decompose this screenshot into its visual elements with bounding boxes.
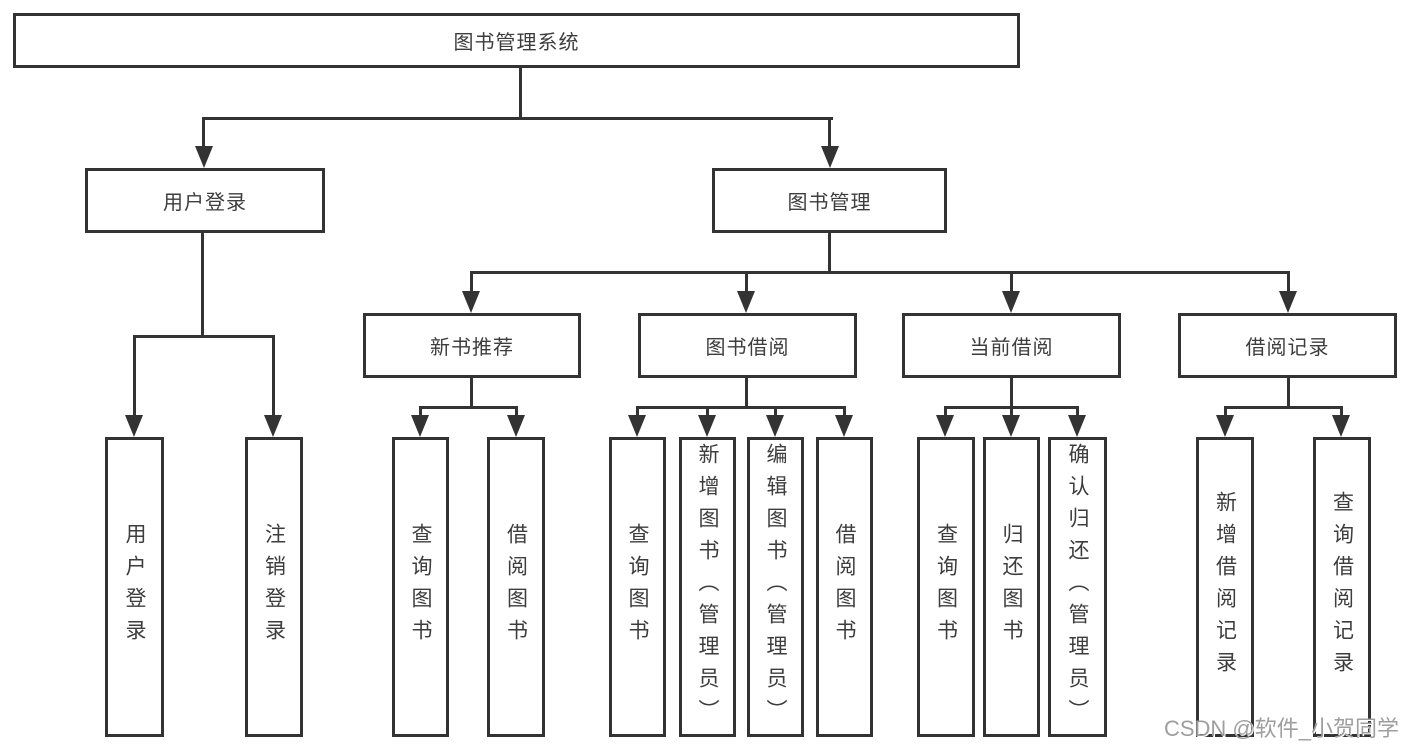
connector-line: [1010, 406, 1013, 420]
node-label: 当前借阅: [969, 337, 1054, 359]
leaf-query-books-current: 查询图书: [917, 437, 975, 737]
connector-line: [1340, 406, 1343, 420]
arrow-down-icon: [462, 291, 480, 313]
node-label: 查询图书: [626, 523, 649, 651]
leaf-logout: 注销登录: [245, 437, 303, 737]
node-book-management: 图书管理: [712, 168, 947, 233]
arrow-down-icon: [1332, 415, 1350, 437]
node-root-label: 图书管理系统: [453, 32, 580, 54]
arrow-down-icon: [1002, 291, 1020, 313]
connector-line: [1010, 378, 1013, 408]
leaf-query-borrow-record: 查询借阅记录: [1313, 437, 1371, 737]
node-root: 图书管理系统: [13, 13, 1020, 68]
connector-line: [745, 271, 748, 293]
connector-line: [828, 117, 831, 151]
connector-line: [519, 68, 522, 119]
arrow-down-icon: [264, 415, 282, 437]
node-new-book-recommend: 新书推荐: [363, 313, 581, 378]
leaf-return-books: 归还图书: [983, 437, 1040, 737]
arrow-down-icon: [411, 415, 429, 437]
connector-line: [1010, 271, 1013, 293]
connector-line: [774, 406, 777, 420]
connector-line: [133, 335, 275, 338]
node-label: 图书借阅: [705, 337, 790, 359]
node-book-borrow: 图书借阅: [638, 313, 857, 378]
leaf-query-books-recommend: 查询图书: [392, 437, 449, 737]
connector-line: [470, 271, 473, 293]
connector-line: [1287, 378, 1290, 408]
node-user-login: 用户登录: [85, 168, 325, 233]
node-label: 用户登录: [163, 192, 247, 214]
connector-line: [706, 406, 709, 420]
arrow-down-icon: [835, 415, 853, 437]
node-borrow-records: 借阅记录: [1178, 313, 1397, 378]
watermark: CSDN @软件_小贺同学: [1163, 716, 1399, 741]
connector-line: [944, 406, 947, 420]
connector-line: [745, 378, 748, 408]
connector-line: [636, 406, 846, 409]
node-label: 新增借阅记录: [1213, 491, 1237, 683]
leaf-edit-books-admin: 编辑图书（管理员）: [747, 437, 804, 737]
connector-line: [470, 271, 1290, 274]
connector-line: [202, 117, 205, 151]
arrow-down-icon: [195, 146, 213, 168]
leaf-add-borrow-record: 新增借阅记录: [1196, 437, 1254, 737]
connector-line: [202, 117, 833, 120]
node-label: 新书推荐: [430, 337, 514, 359]
node-label: 借阅图书: [504, 523, 528, 651]
arrow-down-icon: [1216, 415, 1234, 437]
connector-line: [419, 406, 422, 420]
connector-line: [515, 406, 518, 420]
connector-line: [272, 335, 275, 417]
node-label: 归还图书: [1000, 523, 1023, 651]
arrow-down-icon: [507, 415, 525, 437]
node-label: 注销登录: [262, 523, 286, 651]
connector-line: [201, 233, 204, 337]
node-label: 确认归还（管理员）: [1066, 443, 1089, 731]
node-label: 查询图书: [409, 523, 432, 651]
node-label: 用户登录: [123, 523, 146, 651]
arrow-down-icon: [936, 415, 954, 437]
arrow-down-icon: [1279, 291, 1297, 313]
node-current-borrow: 当前借阅: [902, 313, 1121, 378]
leaf-confirm-return-admin: 确认归还（管理员）: [1048, 437, 1107, 737]
leaf-query-books-borrow: 查询图书: [609, 437, 666, 737]
connector-line: [1287, 271, 1290, 293]
arrow-down-icon: [766, 415, 784, 437]
node-label: 编辑图书（管理员）: [764, 443, 787, 731]
leaf-add-books-admin: 新增图书（管理员）: [679, 437, 736, 737]
connector-line: [1224, 406, 1343, 409]
connector-line: [636, 406, 639, 420]
node-label: 图书管理: [787, 192, 872, 214]
arrow-down-icon: [698, 415, 716, 437]
leaf-borrow-books-recommend: 借阅图书: [487, 437, 545, 737]
connector-line: [828, 233, 831, 274]
leaf-borrow-books: 借阅图书: [816, 437, 873, 737]
node-label: 新增图书（管理员）: [696, 443, 719, 731]
arrow-down-icon: [125, 415, 143, 437]
arrow-down-icon: [1068, 415, 1086, 437]
arrow-down-icon: [1002, 415, 1020, 437]
arrow-down-icon: [821, 146, 839, 168]
arrow-down-icon: [737, 291, 755, 313]
node-label: 借阅图书: [833, 523, 856, 651]
connector-line: [419, 406, 518, 409]
leaf-user-login: 用户登录: [105, 437, 164, 737]
connector-line: [843, 406, 846, 420]
connector-line: [1224, 406, 1227, 420]
node-label: 查询图书: [934, 523, 958, 651]
connector-line: [133, 335, 136, 417]
arrow-down-icon: [628, 415, 646, 437]
connector-line: [1076, 406, 1079, 420]
connector-line: [470, 378, 473, 408]
node-label: 查询借阅记录: [1330, 491, 1354, 683]
node-label: 借阅记录: [1245, 337, 1330, 359]
